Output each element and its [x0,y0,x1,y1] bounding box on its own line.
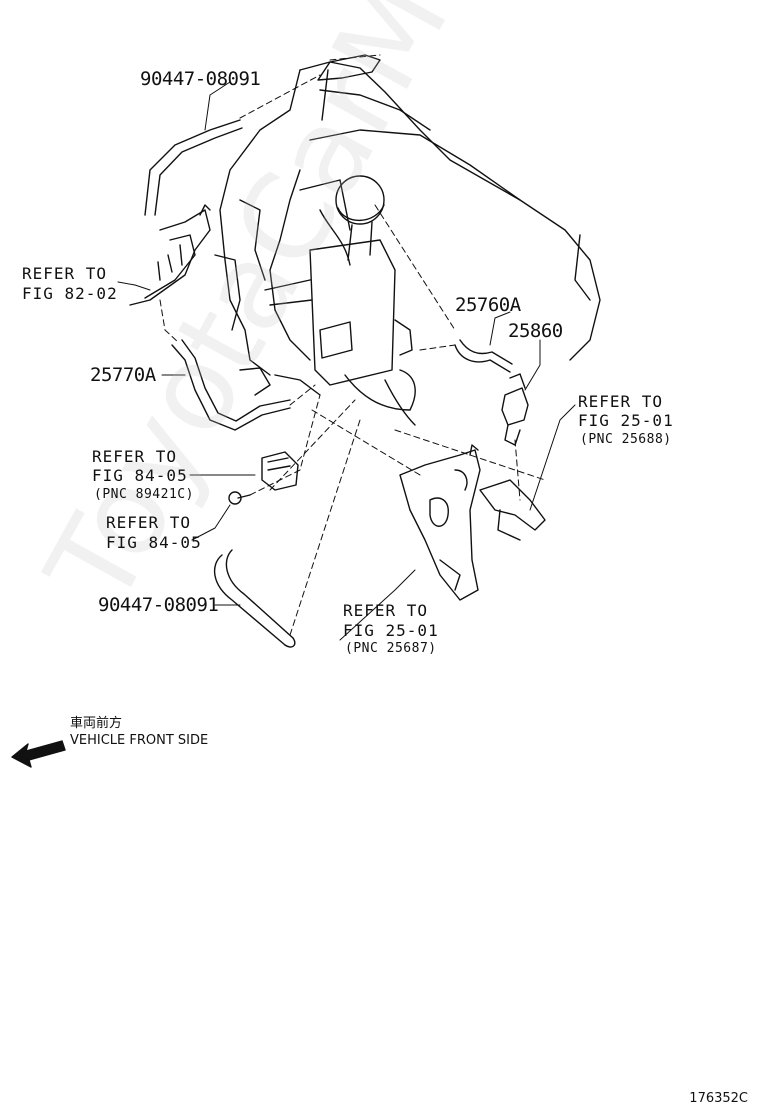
ref-fig8405a-pnc: (PNC 89421C) [94,487,194,502]
bracket-right [479,479,546,541]
hose-bottom [213,549,296,648]
arrow-left-icon [11,740,66,768]
ref-fig2501a-line1: REFER TO [578,392,664,411]
ref-fig8405b-line1: REFER TO [106,513,192,532]
ref-fig8202-line1: REFER TO [22,264,108,283]
bracket-left [129,204,211,306]
label-hose-top: 90447-08091 [140,68,261,90]
direction-en: VEHICLE FRONT SIDE [70,733,209,748]
ref-fig8405a-line2: FIG 84-05 [92,466,188,485]
hose-top [144,119,243,216]
label-25860: 25860 [508,320,563,342]
label-hose-bottom: 90447-08091 [98,594,219,616]
leader-lines [117,81,576,641]
ref-fig2501a-pnc: (PNC 25688) [580,432,672,447]
hose-25760a [454,339,513,373]
direction-jp: 車両前方 [70,716,123,731]
ref-fig2501b-pnc: (PNC 25687) [345,641,437,656]
bracket-middle [399,444,481,601]
ref-fig8202-line2: FIG 82-02 [22,284,118,303]
ref-fig2501a-line2: FIG 25-01 [578,411,674,430]
ref-fig2501b-line1: REFER TO [343,601,429,620]
ref-fig8405a-line1: REFER TO [92,447,178,466]
figure-code: 176352C [689,1091,748,1106]
valve-25860 [501,373,529,446]
engine-block [214,54,601,426]
label-25760a: 25760A [455,294,521,316]
hose-25770a [171,339,291,431]
sensor-84-05 [228,451,299,505]
ref-fig8405b-line2: FIG 84-05 [106,533,202,552]
label-25770a: 25770A [90,364,156,386]
ref-fig2501b-line2: FIG 25-01 [343,621,439,640]
dashed-connections [159,54,546,636]
